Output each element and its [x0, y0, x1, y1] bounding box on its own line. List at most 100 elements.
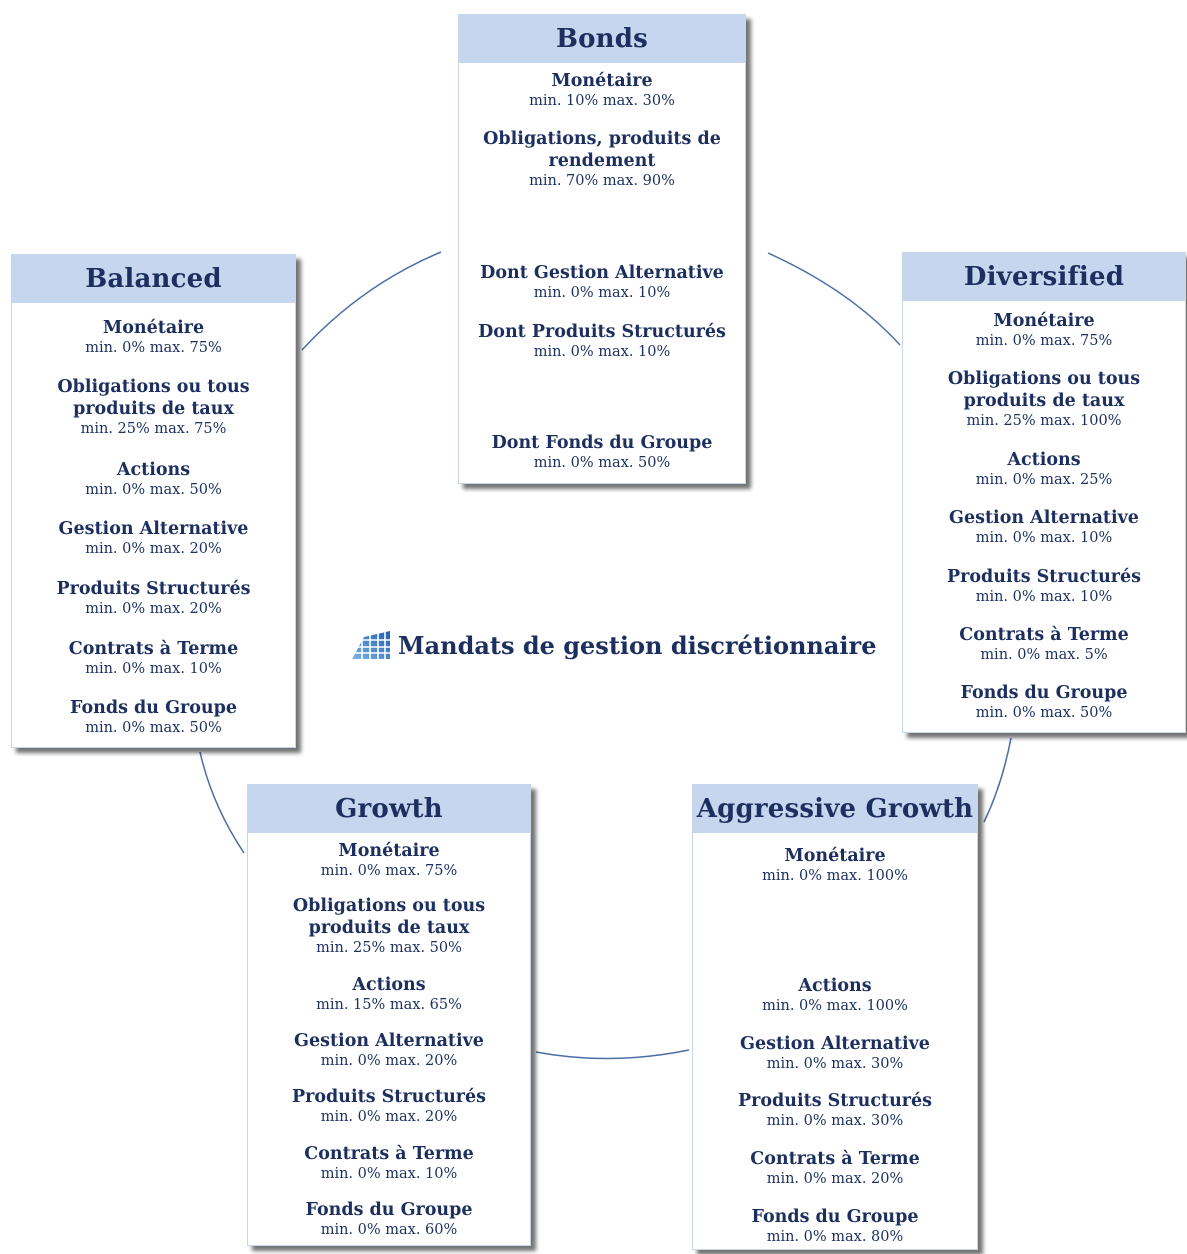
allocation-item: Gestion Alternative min. 0% max. 20% [248, 1030, 530, 1070]
allocation-range: min. 0% max. 30% [766, 1056, 904, 1072]
allocation-range: min. 0% max. 20% [85, 601, 222, 617]
allocation-item: Obligations, produits de rendement min. … [459, 128, 745, 190]
allocation-range: min. 0% max. 75% [975, 333, 1113, 349]
ring-arc-bonds-diversified [767, 252, 901, 346]
allocation-item: Contrats à Terme min. 0% max. 10% [248, 1143, 530, 1183]
allocation-range: min. 70% max. 90% [529, 173, 675, 189]
allocation-range: min. 0% max. 50% [975, 705, 1113, 721]
allocation-item: Produits Structurés min. 0% max. 20% [12, 578, 295, 618]
allocation-item: Monétaire min. 10% max. 30% [459, 70, 745, 110]
allocation-range: min. 0% max. 5% [980, 647, 1108, 663]
allocation-label: Contrats à Terme [304, 1144, 474, 1164]
allocation-range: min. 25% max. 50% [316, 940, 462, 956]
allocation-label: Produits Structurés [56, 579, 251, 599]
allocation-item: Obligations ou tous produits de taux min… [248, 895, 530, 957]
allocation-label: Contrats à Terme [68, 639, 239, 659]
allocation-label: Dont Gestion Alternative [480, 263, 724, 283]
blue-grid-logo-icon [350, 630, 392, 660]
allocation-label: Actions [1007, 450, 1081, 470]
allocation-range: min. 0% max. 20% [85, 541, 222, 557]
allocation-item: Dont Gestion Alternative min. 0% max. 10… [459, 262, 745, 302]
allocation-item: Fonds du Groupe min. 0% max. 80% [693, 1206, 977, 1246]
center-title: Mandats de gestion discrétionnaire [350, 627, 876, 663]
allocation-item: Actions min. 0% max. 25% [903, 449, 1185, 489]
mandate-card-growth: Growth Monétaire min. 0% max. 75% Obliga… [247, 784, 531, 1246]
allocation-item: Actions min. 0% max. 50% [12, 459, 295, 499]
allocation-label: Contrats à Terme [750, 1149, 920, 1169]
allocation-item: Contrats à Terme min. 0% max. 10% [12, 638, 295, 678]
allocation-label: Contrats à Terme [959, 625, 1129, 645]
allocation-item: Fonds du Groupe min. 0% max. 50% [903, 682, 1185, 722]
allocation-item: Monétaire min. 0% max. 75% [248, 840, 530, 880]
allocation-label: Obligations, produits de rendement [483, 129, 721, 171]
allocation-label: Dont Produits Structurés [478, 322, 726, 342]
ring-arc-diversified-aggressive [983, 737, 1012, 823]
allocation-item: Obligations ou tous produits de taux min… [12, 376, 295, 438]
allocation-range: min. 0% max. 20% [320, 1109, 458, 1125]
allocation-range: min. 0% max. 30% [766, 1113, 904, 1129]
mandate-card-diversified: Diversified Monétaire min. 0% max. 75% O… [902, 252, 1186, 733]
allocation-range: min. 0% max. 50% [533, 455, 671, 471]
allocation-range: min. 15% max. 65% [316, 997, 462, 1013]
allocation-range: min. 25% max. 75% [80, 421, 227, 437]
allocation-item: Produits Structurés min. 0% max. 20% [248, 1086, 530, 1126]
allocation-item: Gestion Alternative min. 0% max. 20% [12, 518, 295, 558]
allocation-item: Fonds du Groupe min. 0% max. 60% [248, 1199, 530, 1239]
allocation-label: Fonds du Groupe [751, 1207, 919, 1227]
allocation-item: Contrats à Terme min. 0% max. 20% [693, 1148, 977, 1188]
allocation-item: Dont Fonds du Groupe min. 0% max. 50% [459, 432, 745, 472]
allocation-item: Gestion Alternative min. 0% max. 10% [903, 507, 1185, 547]
allocation-item: Produits Structurés min. 0% max. 10% [903, 566, 1185, 606]
allocation-label: Obligations ou tous produits de taux [57, 377, 250, 419]
allocation-item: Fonds du Groupe min. 0% max. 50% [12, 697, 295, 737]
allocation-range: min. 0% max. 10% [85, 661, 222, 677]
allocation-label: Fonds du Groupe [960, 683, 1128, 703]
mandate-title-diversified: Diversified [903, 253, 1185, 301]
allocation-range: min. 10% max. 30% [529, 93, 675, 109]
allocation-range: min. 0% max. 25% [975, 472, 1113, 488]
allocation-label: Produits Structurés [946, 567, 1142, 587]
allocation-item: Contrats à Terme min. 0% max. 5% [903, 624, 1185, 664]
mandate-title-balanced: Balanced [12, 255, 295, 303]
allocation-label: Gestion Alternative [294, 1031, 484, 1051]
allocation-label: Obligations ou tous produits de taux [947, 369, 1141, 411]
allocation-label: Gestion Alternative [58, 519, 249, 539]
allocation-label: Monétaire [338, 841, 440, 861]
ring-arc-growth-balanced [199, 751, 245, 854]
allocation-label: Actions [352, 975, 426, 995]
allocation-range: min. 0% max. 10% [533, 285, 671, 301]
allocation-label: Produits Structurés [737, 1091, 933, 1111]
allocation-range: min. 0% max. 100% [762, 998, 908, 1014]
mandate-card-bonds: Bonds Monétaire min. 10% max. 30% Obliga… [458, 14, 746, 484]
allocation-label: Monétaire [102, 318, 205, 338]
ring-arc-aggressive-growth [535, 1049, 690, 1060]
allocation-item: Dont Produits Structurés min. 0% max. 10… [459, 321, 745, 361]
allocation-label: Fonds du Groupe [305, 1200, 473, 1220]
allocation-label: Actions [116, 460, 191, 480]
allocation-item: Monétaire min. 0% max. 100% [693, 845, 977, 885]
allocation-range: min. 0% max. 10% [975, 530, 1113, 546]
allocation-range: min. 0% max. 80% [766, 1229, 904, 1245]
allocation-range: min. 0% max. 10% [533, 344, 671, 360]
allocation-range: min. 0% max. 20% [320, 1053, 458, 1069]
allocation-label: Gestion Alternative [949, 508, 1139, 528]
allocation-label: Fonds du Groupe [69, 698, 238, 718]
mandate-title-aggressive-growth: Aggressive Growth [693, 785, 977, 833]
ring-arc-balanced-bonds [301, 251, 442, 351]
allocation-range: min. 0% max. 75% [85, 340, 222, 356]
allocation-item: Monétaire min. 0% max. 75% [12, 317, 295, 357]
allocation-range: min. 0% max. 10% [320, 1166, 458, 1182]
allocation-range: min. 0% max. 50% [85, 482, 222, 498]
diagram-title: Mandats de gestion discrétionnaire [398, 630, 877, 660]
allocation-label: Produits Structurés [291, 1087, 487, 1107]
allocation-range: min. 0% max. 60% [320, 1222, 458, 1238]
allocation-label: Monétaire [993, 311, 1095, 331]
allocation-label: Dont Fonds du Groupe [491, 433, 713, 453]
allocation-label: Monétaire [784, 846, 886, 866]
mandate-card-balanced: Balanced Monétaire min. 0% max. 75% Obli… [11, 254, 296, 748]
allocation-label: Actions [798, 976, 872, 996]
allocation-range: min. 0% max. 50% [85, 720, 222, 736]
allocation-label: Obligations ou tous produits de taux [292, 896, 486, 938]
mandate-title-growth: Growth [248, 785, 530, 833]
